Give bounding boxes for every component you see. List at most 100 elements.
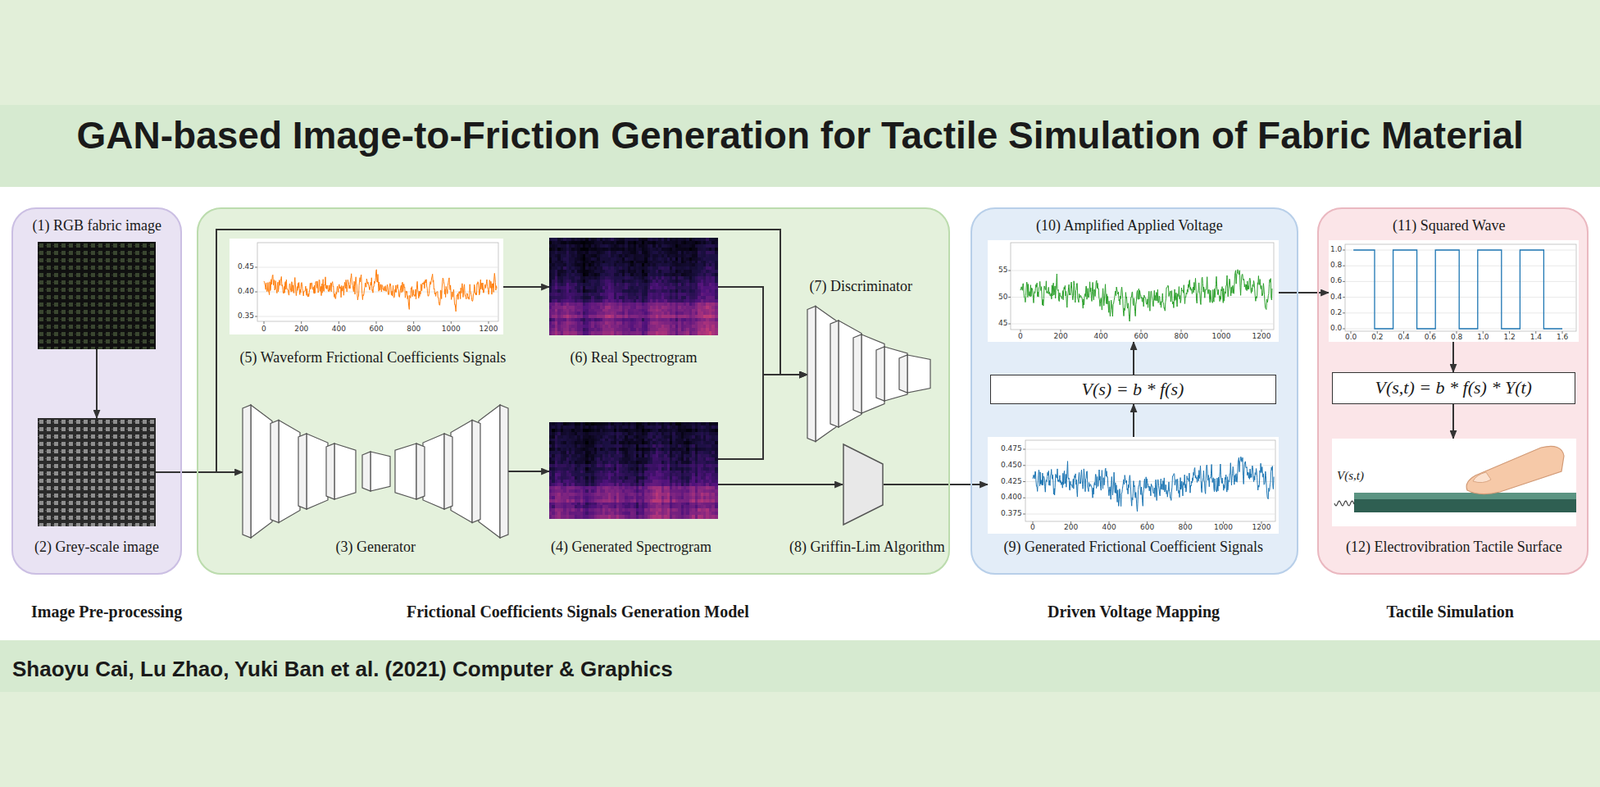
spectrogram-cell bbox=[600, 314, 604, 319]
spectrogram-cell bbox=[622, 327, 626, 332]
spectrogram-cell bbox=[638, 250, 642, 255]
spectrogram-cell bbox=[681, 250, 685, 255]
spectrogram-cell bbox=[554, 299, 559, 304]
spectrogram-cell bbox=[650, 244, 654, 249]
spectrogram-cell bbox=[714, 422, 719, 427]
node-graphic bbox=[242, 404, 509, 538]
spectrogram-cell bbox=[709, 302, 713, 307]
spectrogram-cell bbox=[638, 269, 642, 274]
spectrogram-cell bbox=[630, 331, 634, 336]
spectrogram-cell bbox=[647, 305, 651, 310]
spectrogram-cell bbox=[554, 269, 559, 274]
spectrogram-cell bbox=[697, 299, 701, 304]
spectrogram-cell bbox=[647, 237, 651, 242]
spectrogram-cell bbox=[683, 309, 687, 314]
spectrogram-cell bbox=[571, 272, 575, 278]
spectrogram-cell bbox=[675, 254, 679, 259]
spectrogram-cell bbox=[709, 247, 713, 252]
spectrogram-cell bbox=[675, 266, 679, 271]
spectrogram-cell bbox=[608, 324, 612, 329]
spectrogram-cell bbox=[700, 314, 705, 319]
spectrogram-cell bbox=[563, 295, 567, 300]
spectrogram-cell bbox=[549, 331, 553, 336]
spectrogram-cell bbox=[616, 311, 620, 316]
spectrogram-cell bbox=[622, 286, 626, 291]
spectrogram-cell bbox=[554, 257, 559, 262]
spectrogram-cell bbox=[638, 302, 642, 307]
node-graphic bbox=[37, 418, 156, 527]
spectrogram-cell bbox=[596, 247, 600, 252]
layer-block bbox=[450, 420, 473, 523]
spectrogram-cell bbox=[675, 260, 679, 265]
spectrogram-cell bbox=[580, 240, 584, 246]
spectrogram-cell bbox=[624, 425, 628, 430]
spectrogram-cell bbox=[582, 257, 587, 262]
spectrogram-cell bbox=[580, 260, 584, 265]
spectrogram-cell bbox=[566, 276, 570, 281]
spectrogram-cell bbox=[604, 295, 609, 300]
spectrogram-cell bbox=[582, 321, 587, 326]
spectrogram-cell bbox=[705, 324, 710, 329]
spectrogram-cell bbox=[697, 305, 701, 310]
spectrogram-cell bbox=[638, 295, 642, 300]
spectrogram-cell bbox=[616, 299, 620, 304]
spectrogram-cell bbox=[600, 272, 604, 278]
spectrogram-cell bbox=[608, 302, 612, 307]
spectrogram-cell bbox=[616, 292, 620, 297]
spectrogram-cell bbox=[697, 295, 701, 300]
spectrogram-cell bbox=[588, 331, 592, 336]
spectrogram-cell bbox=[658, 237, 662, 242]
spectrogram-cell bbox=[554, 266, 559, 271]
spectrogram-cell bbox=[672, 269, 676, 274]
spectrogram-cell bbox=[624, 250, 628, 255]
spectrogram-cell bbox=[582, 240, 587, 246]
spectrogram-cell bbox=[622, 314, 626, 319]
spectrogram-cell bbox=[658, 257, 662, 262]
spectrogram-cell bbox=[588, 244, 592, 249]
spectrogram-cell bbox=[681, 295, 685, 300]
layer-block bbox=[478, 404, 500, 538]
spectrogram-cell bbox=[641, 422, 646, 427]
spectrogram-cell bbox=[705, 260, 710, 265]
spectrogram-cell bbox=[689, 292, 693, 297]
spectrogram-cell bbox=[672, 292, 676, 297]
spectrogram-cell bbox=[714, 289, 719, 294]
tick-mark bbox=[254, 316, 258, 318]
spectrogram-cell bbox=[650, 276, 654, 281]
spectrogram-cell bbox=[705, 299, 710, 304]
tick-mark bbox=[300, 321, 302, 324]
spectrogram-cell bbox=[590, 257, 595, 262]
spectrogram-cell bbox=[580, 327, 584, 332]
spectrogram-cell bbox=[590, 299, 595, 304]
spectrogram-cell bbox=[641, 311, 646, 316]
spectrogram-cell bbox=[557, 305, 561, 310]
spectrogram-cell bbox=[574, 425, 578, 430]
spectrogram-cell bbox=[608, 247, 612, 252]
spectrogram-cell bbox=[608, 292, 612, 297]
spectrogram-cell bbox=[655, 244, 660, 249]
spectrogram-cell bbox=[672, 318, 676, 323]
spectrogram-cell bbox=[650, 254, 654, 259]
spectrogram-cell bbox=[580, 250, 584, 255]
spectrogram-cell bbox=[557, 266, 561, 271]
layer-block bbox=[815, 306, 839, 442]
spectrogram-cell bbox=[613, 237, 618, 242]
spectrogram-cell bbox=[574, 269, 578, 274]
spectrogram-cell bbox=[590, 331, 595, 336]
spectrogram-cell bbox=[596, 292, 600, 297]
spectrogram-cell bbox=[604, 276, 609, 281]
spectrogram-cell bbox=[663, 327, 668, 332]
spectrogram-cell bbox=[588, 311, 592, 316]
spectrogram-cell bbox=[563, 311, 567, 316]
spectrogram-cell bbox=[691, 305, 696, 310]
spectrogram-cell bbox=[554, 286, 559, 291]
spectrogram-cell bbox=[697, 240, 701, 246]
spectrogram-cell bbox=[571, 266, 575, 271]
spectrogram-cell bbox=[675, 276, 679, 281]
spectrogram-cell bbox=[663, 295, 668, 300]
spectrogram-cell bbox=[596, 299, 600, 304]
spectrogram-cell bbox=[633, 279, 637, 284]
spectrogram-cell bbox=[681, 318, 685, 323]
spectrogram-cell bbox=[709, 260, 713, 265]
spectrogram-cell bbox=[566, 266, 570, 271]
